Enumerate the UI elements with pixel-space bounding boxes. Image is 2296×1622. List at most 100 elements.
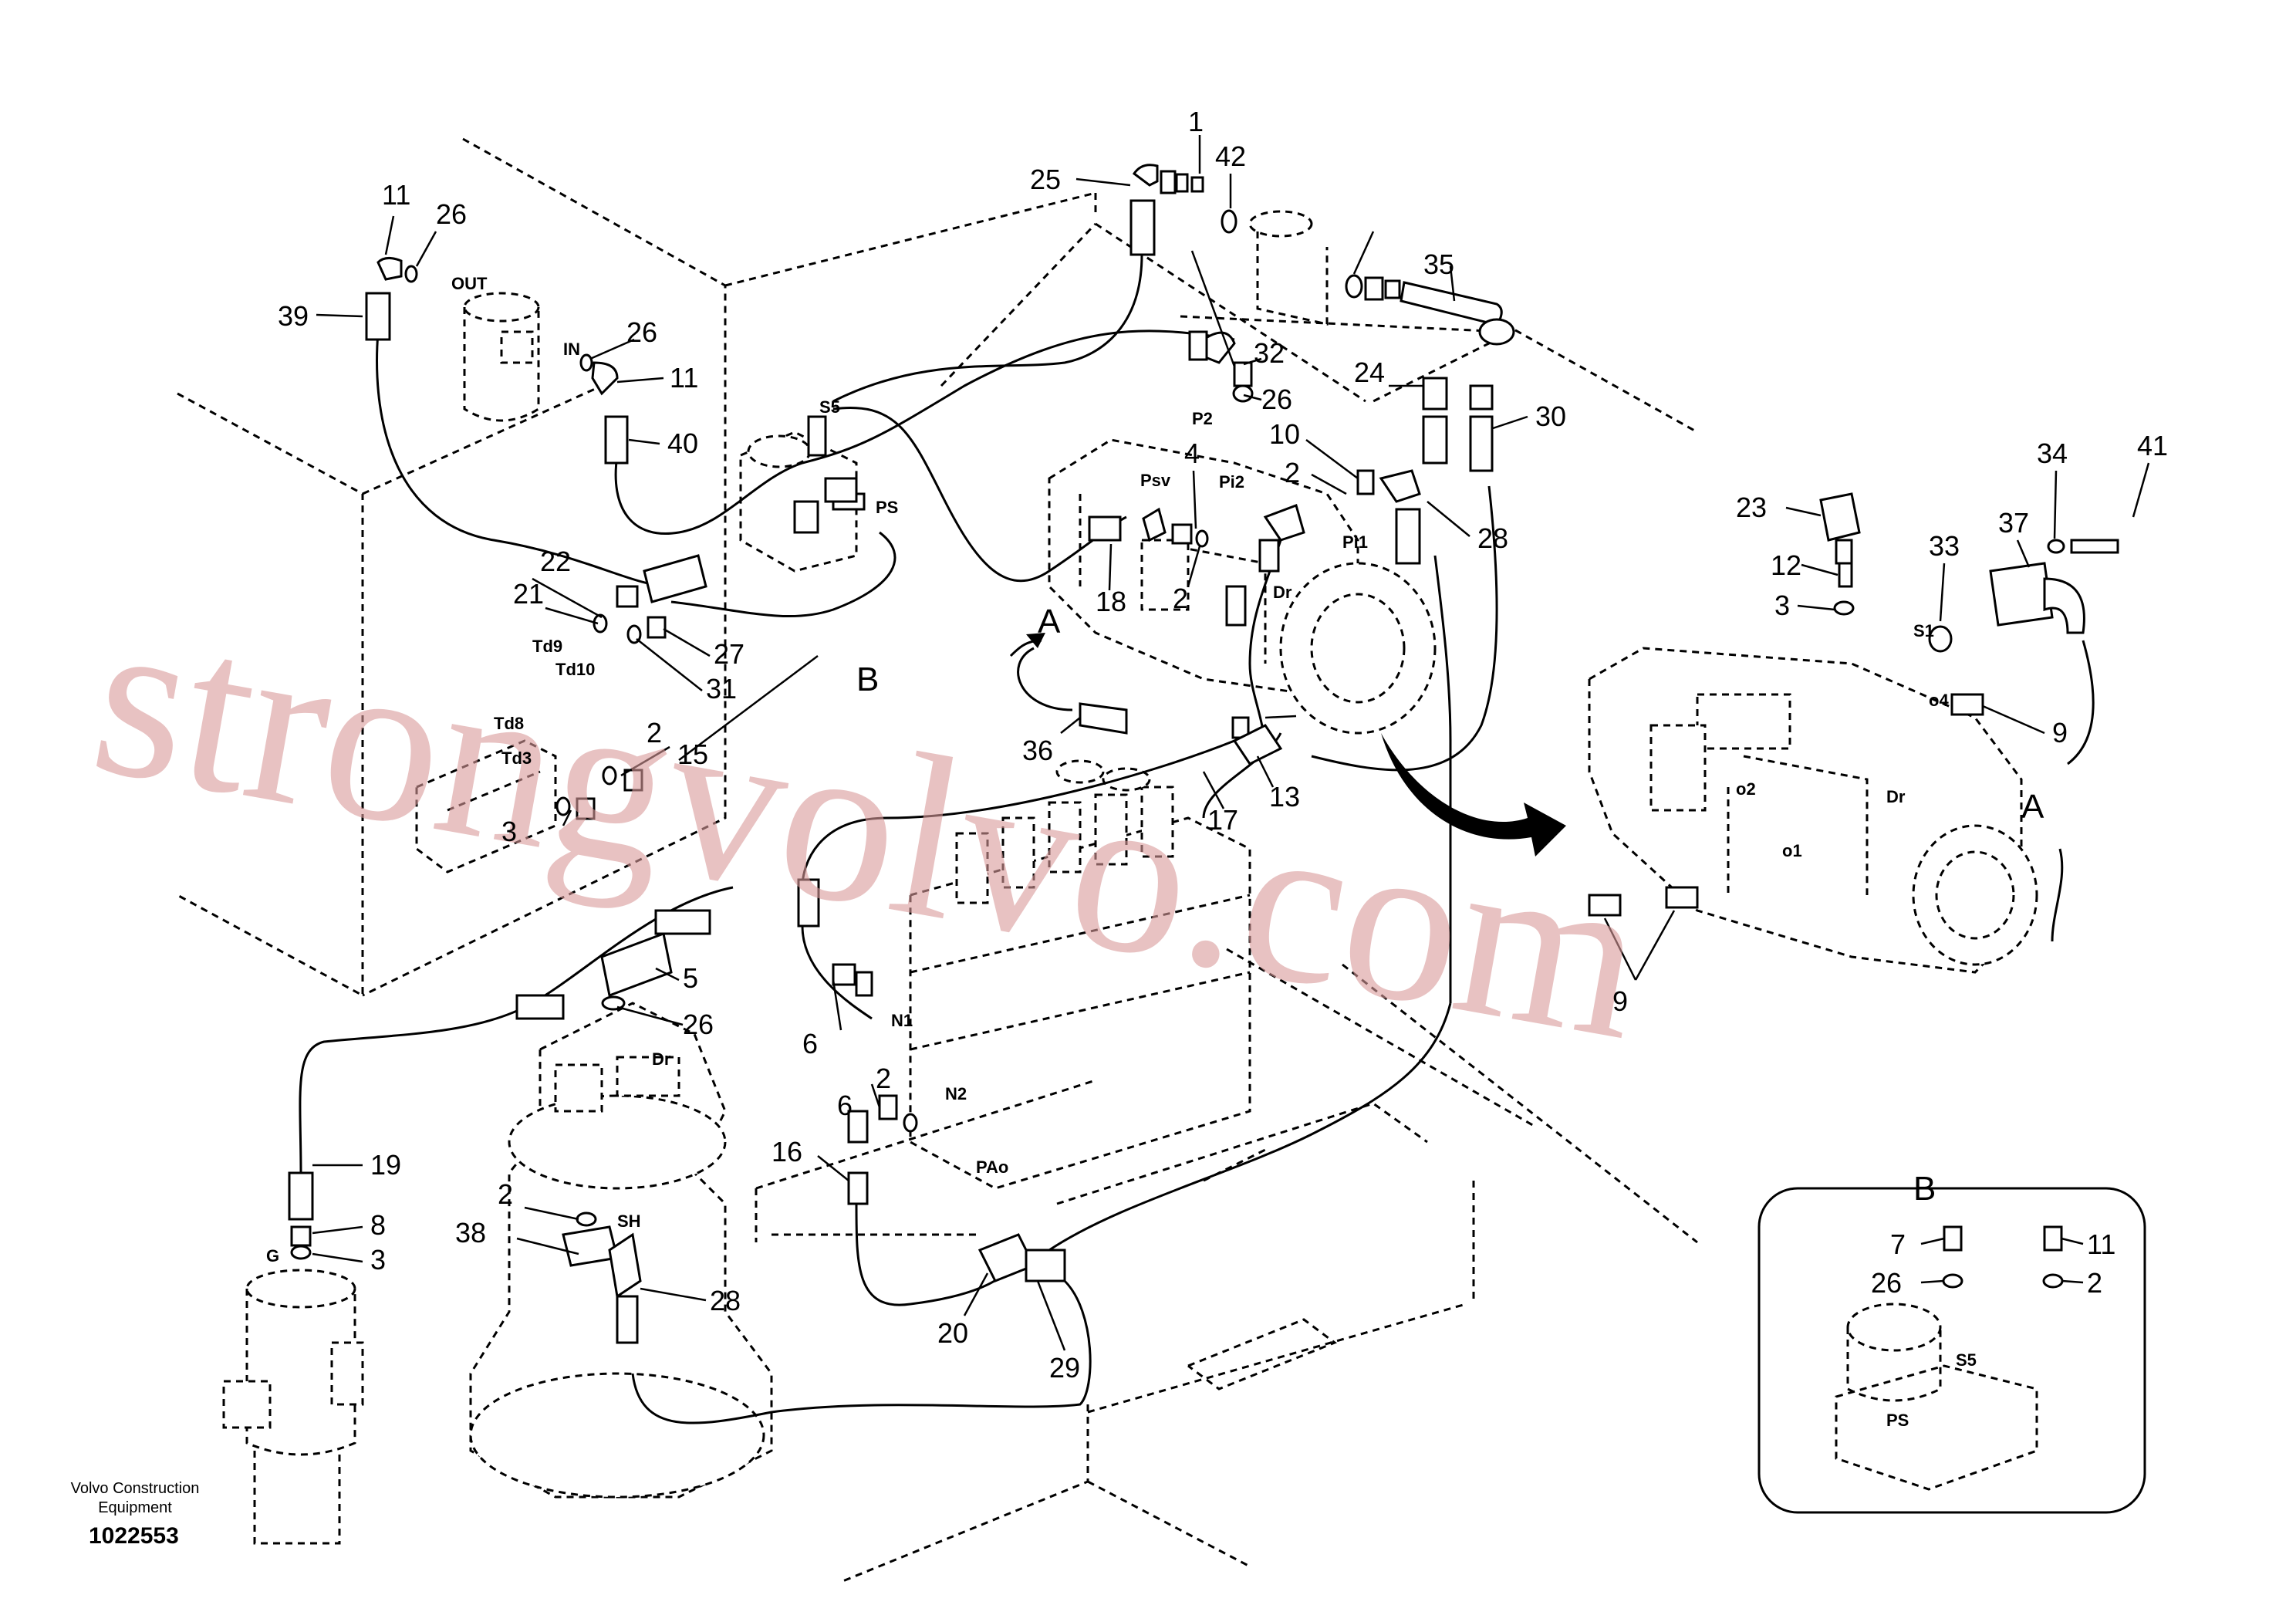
arrow-a-left <box>1009 633 1045 657</box>
port-label: o4 <box>1929 691 1949 710</box>
callout: 1 <box>1188 106 1204 137</box>
caption-line-1: Volvo Construction <box>71 1480 200 1497</box>
port-label: OUT <box>451 274 488 293</box>
callout: 37 <box>1998 507 2029 539</box>
callout: 30 <box>1535 400 1566 432</box>
callout: 20 <box>937 1317 968 1349</box>
leader-lines <box>312 135 2150 1351</box>
callout: 6 <box>802 1028 818 1059</box>
callout: 34 <box>2037 438 2068 469</box>
callout: 42 <box>1215 140 1246 172</box>
port-label: o1 <box>1782 841 1802 860</box>
callout: 7 <box>1890 1228 1906 1260</box>
port-label: IN <box>563 340 580 359</box>
callout: 2 <box>1285 457 1300 488</box>
port-label: G <box>266 1246 279 1265</box>
callout: 26 <box>1871 1267 1902 1299</box>
callout: 11 <box>382 179 410 211</box>
callout: 3 <box>501 816 517 847</box>
hydraulic-tank-filter <box>463 292 540 422</box>
detail-a-pump <box>1588 647 2038 974</box>
callout-labels: 1 42 25 11 26 39 26 11 40 32 26 24 35 30… <box>278 106 2168 1384</box>
detail-b-box-label: B <box>1913 1170 1936 1208</box>
port-label: Td10 <box>555 660 595 679</box>
document-caption: Volvo Construction Equipment 1022553 <box>71 1480 200 1549</box>
frame-outlines <box>177 137 1698 1583</box>
port-labels: OUT IN S5 PS Td9 Td10 Td8 Td3 P2 Psv Pi2… <box>266 274 1977 1430</box>
main-pump-assembly <box>1048 210 1437 735</box>
callout: 41 <box>2137 430 2168 461</box>
port-label: Td8 <box>494 714 524 733</box>
port-label: Dr <box>652 1049 671 1069</box>
callout: 26 <box>436 198 467 230</box>
callout: 17 <box>1207 804 1238 836</box>
control-valve <box>909 759 1251 1190</box>
callout: 2 <box>498 1178 513 1210</box>
detail-letters: A A B B <box>856 603 2044 1208</box>
callout: 19 <box>370 1149 401 1181</box>
port-label: PS <box>876 498 898 517</box>
detail-arrow <box>1381 733 1566 857</box>
callout: 15 <box>677 738 708 770</box>
callout: 28 <box>710 1285 741 1316</box>
callout: 16 <box>772 1136 802 1168</box>
document-number: 1022553 <box>89 1523 179 1549</box>
callout: 40 <box>667 427 698 459</box>
callout: 39 <box>278 300 309 332</box>
callout: 33 <box>1929 530 1960 562</box>
callout: 31 <box>706 673 737 705</box>
callout: 18 <box>1096 586 1126 617</box>
detail-b-label: B <box>856 661 879 698</box>
callout: 26 <box>683 1009 714 1040</box>
callout: 3 <box>1774 590 1790 621</box>
td-valve-block <box>415 739 557 874</box>
swing-motor <box>469 1002 773 1499</box>
caption-line-2: Equipment <box>98 1499 172 1516</box>
port-label: S1 <box>1913 621 1934 640</box>
callout: 8 <box>370 1209 386 1241</box>
port-label: N1 <box>891 1011 913 1030</box>
port-label: S5 <box>1956 1350 1977 1370</box>
port-label: Pi1 <box>1342 532 1368 552</box>
callout: 5 <box>683 962 698 994</box>
callout: 38 <box>455 1217 486 1249</box>
port-label: Td3 <box>501 748 532 768</box>
callout: 21 <box>513 578 544 610</box>
port-label: o2 <box>1736 779 1756 799</box>
port-label: S5 <box>819 397 840 417</box>
callout: 28 <box>1477 522 1508 554</box>
callout: 9 <box>2052 717 2068 748</box>
port-label: SH <box>617 1211 641 1231</box>
port-label: Pi2 <box>1219 472 1244 492</box>
callout: 26 <box>1261 384 1292 415</box>
detail-a-label-right: A <box>2021 788 2044 826</box>
callout: 29 <box>1049 1352 1080 1384</box>
fittings <box>288 164 2119 1344</box>
callout: 22 <box>540 546 571 577</box>
port-label: N2 <box>945 1084 967 1103</box>
callout: 25 <box>1030 164 1061 195</box>
callout: 2 <box>2087 1267 2102 1299</box>
port-label: PAo <box>976 1157 1008 1177</box>
callout: 11 <box>670 362 698 394</box>
port-label: P2 <box>1192 409 1213 428</box>
callout: 11 <box>2087 1228 2115 1260</box>
callout: 2 <box>1173 583 1188 614</box>
callout: 13 <box>1269 781 1300 813</box>
callout: 2 <box>876 1063 891 1094</box>
callout: 26 <box>626 316 657 348</box>
port-label: PS <box>1886 1411 1909 1430</box>
callout: 35 <box>1423 248 1454 280</box>
callout: 3 <box>370 1244 386 1276</box>
callout: 32 <box>1254 337 1285 369</box>
port-label: Td9 <box>532 637 562 656</box>
callout: 10 <box>1269 418 1300 450</box>
callout: 2 <box>647 717 662 748</box>
callout: 12 <box>1771 549 1801 581</box>
port-label: Dr <box>1273 583 1292 602</box>
detail-a-label-left: A <box>1038 603 1061 640</box>
callout: 23 <box>1736 492 1767 523</box>
callout: 6 <box>837 1090 853 1121</box>
